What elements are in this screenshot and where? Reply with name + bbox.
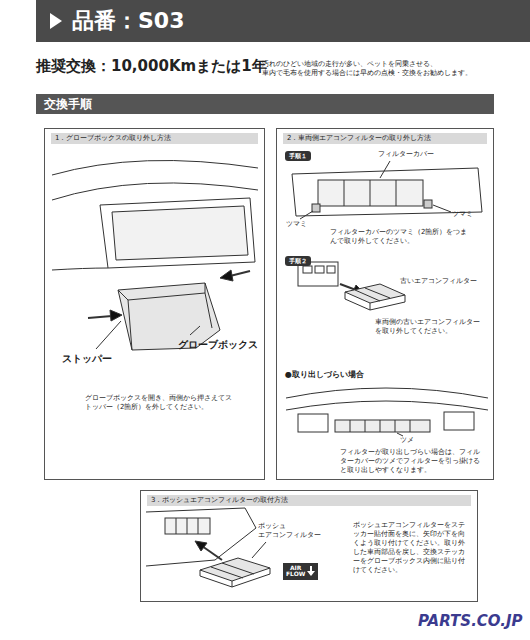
header-bar: 品番：S03	[36, 0, 530, 42]
glovebox-figure	[52, 160, 258, 350]
part-label: ツメ	[400, 436, 414, 445]
step-panel: 2．車両側エアコンフィルターの取り外し方法手順１ 手順２	[276, 128, 494, 480]
instruction-note: 車両側の古いエアコンフィルターを取り外してください。	[375, 318, 485, 336]
step-badge: 手順１	[285, 151, 311, 161]
recommendation: 推奨交換：10,000Kmまたは1年	[36, 57, 267, 77]
part-label: 古いエアコンフィルター	[400, 277, 477, 286]
icon-text: AIR FLOW	[286, 565, 305, 578]
part-label: ツマミ	[286, 220, 307, 229]
panel-heading: 2．車両側エアコンフィルターの取り外し方法	[283, 133, 487, 144]
panel-heading: 3．ボッシュエアコンフィルターの取付方法	[147, 495, 471, 506]
filter-cover-figure	[292, 161, 482, 219]
step-panel: 3．ボッシュエアコンフィルターの取付方法ボッシュエアコンフィルターをステッカー貼…	[140, 490, 478, 602]
install-figure	[146, 508, 270, 587]
panel-heading: 1．グローブボックスの取り外し方法	[51, 133, 258, 144]
down-arrow-icon	[307, 565, 315, 577]
step-badge: 手順２	[285, 256, 311, 266]
part-label: ボッシュ エアコンフィルター	[258, 522, 328, 540]
disclaimer-note: 汚れのひどい地域の走行が多い、ペットを同乗させる、 車内で毛布を使用する場合には…	[262, 60, 484, 78]
logo-text: PARTS.CO.JP	[418, 612, 523, 632]
title-text: 品番：S03	[72, 6, 184, 36]
section-bar: 交換手順	[36, 94, 494, 114]
part-label: フィルターカバー	[378, 150, 434, 159]
header-triangle	[46, 0, 66, 42]
step-label: 手順２	[289, 257, 307, 265]
instruction-note: フィルターカバーのツマミ（2箇所）をつまんで取り外してください。	[330, 228, 470, 246]
airflow-icon: AIR FLOW	[283, 563, 318, 580]
instruction-note: フィルターが取り出しづらい場合は、フィルターカバーのツメでフィルターを引っ掛ける…	[340, 448, 482, 475]
part-label: ストッパー	[62, 352, 112, 365]
instruction-note: ボッシュエアコンフィルターをステッカー貼付面を奥に、矢印が下を向くよう取り付けて…	[353, 521, 471, 576]
step-panel: 1．グローブボックスの取り外し方法グローブボックスを開き、両側から押さえてストッ…	[44, 128, 265, 480]
step-label: 手順１	[289, 152, 307, 160]
section-title: 交換手順	[36, 94, 494, 114]
subheading: ●取り出しづらい場合	[285, 370, 364, 380]
instruction-note: グローブボックスを開き、両側から押さえてストッパー（2箇所）を外してください。	[85, 394, 235, 412]
old-filter-figure	[298, 262, 405, 310]
part-label: ツマミ	[452, 210, 473, 219]
part-label: グローブボックス	[178, 338, 258, 351]
hard-case-figure	[286, 388, 488, 436]
